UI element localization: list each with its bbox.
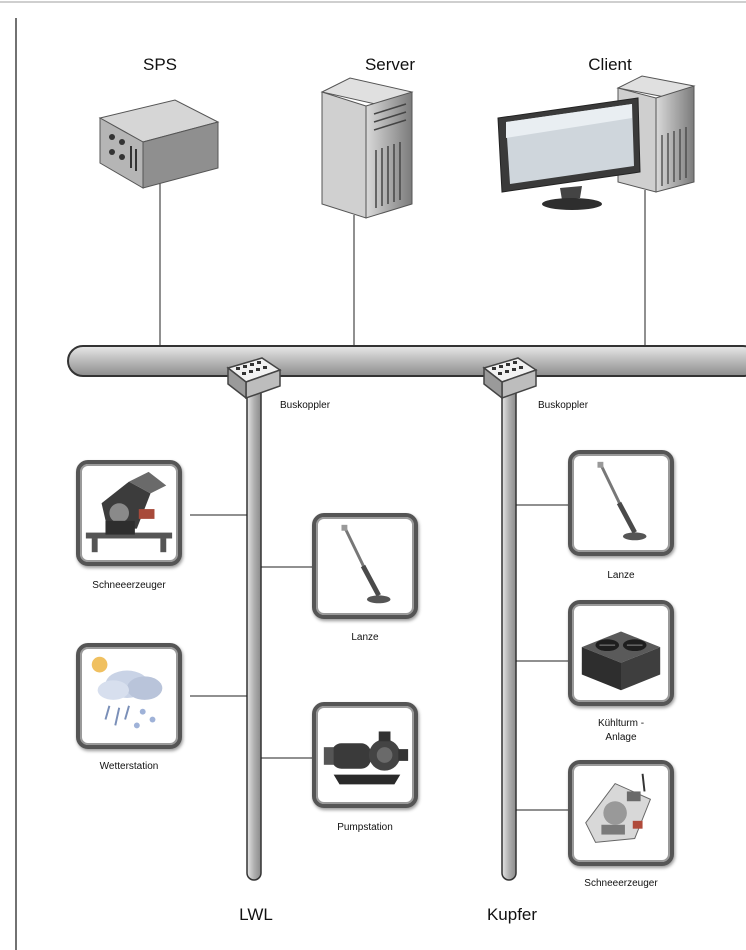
server-tower-icon bbox=[320, 77, 414, 219]
main-bus bbox=[67, 345, 746, 377]
schneeerzeuger-left-label: Schneeerzeuger bbox=[92, 580, 166, 591]
kuehlturm-label-line1: Kühlturm - bbox=[597, 718, 645, 729]
cooling-tower-icon bbox=[581, 631, 661, 691]
kupfer-label: Kupfer bbox=[486, 905, 538, 924]
kuehlturm-tile bbox=[568, 600, 674, 706]
buskoppler-right-label: Buskoppler bbox=[538, 400, 589, 411]
snow-machine-icon bbox=[585, 773, 652, 843]
buskoppler-right-icon bbox=[482, 357, 538, 400]
schneeerzeuger-left-tile bbox=[76, 460, 182, 566]
buskoppler-left-icon bbox=[226, 357, 282, 400]
lanze-right-label: Lanze bbox=[607, 570, 635, 581]
wetterstation-label: Wetterstation bbox=[99, 761, 159, 772]
left-branch-pipe bbox=[246, 371, 262, 881]
kuehlturm-label-line2: Anlage bbox=[605, 732, 637, 743]
snow-cannon-icon bbox=[85, 471, 173, 553]
wetterstation-tile bbox=[76, 643, 182, 749]
pumpstation-tile bbox=[312, 702, 418, 808]
sps-label: SPS bbox=[142, 55, 178, 74]
lance-icon bbox=[597, 461, 647, 541]
lanze-left-tile bbox=[312, 513, 418, 619]
sps-device-icon bbox=[98, 99, 220, 189]
weather-icon bbox=[91, 656, 163, 729]
server-label: Server bbox=[364, 55, 416, 74]
buskoppler-left-label: Buskoppler bbox=[280, 400, 331, 411]
client-label: Client bbox=[588, 55, 632, 74]
client-workstation-icon bbox=[497, 75, 696, 210]
right-branch-pipe bbox=[501, 371, 517, 881]
lwl-label: LWL bbox=[239, 905, 273, 924]
pumpstation-label: Pumpstation bbox=[337, 822, 393, 833]
lanze-right-tile bbox=[568, 450, 674, 556]
lanze-left-label: Lanze bbox=[351, 632, 379, 643]
pump-icon bbox=[323, 731, 409, 785]
lance-icon bbox=[341, 524, 391, 604]
schneeerzeuger-right-label: Schneeerzeuger bbox=[584, 878, 658, 889]
schneeerzeuger-right-tile bbox=[568, 760, 674, 866]
